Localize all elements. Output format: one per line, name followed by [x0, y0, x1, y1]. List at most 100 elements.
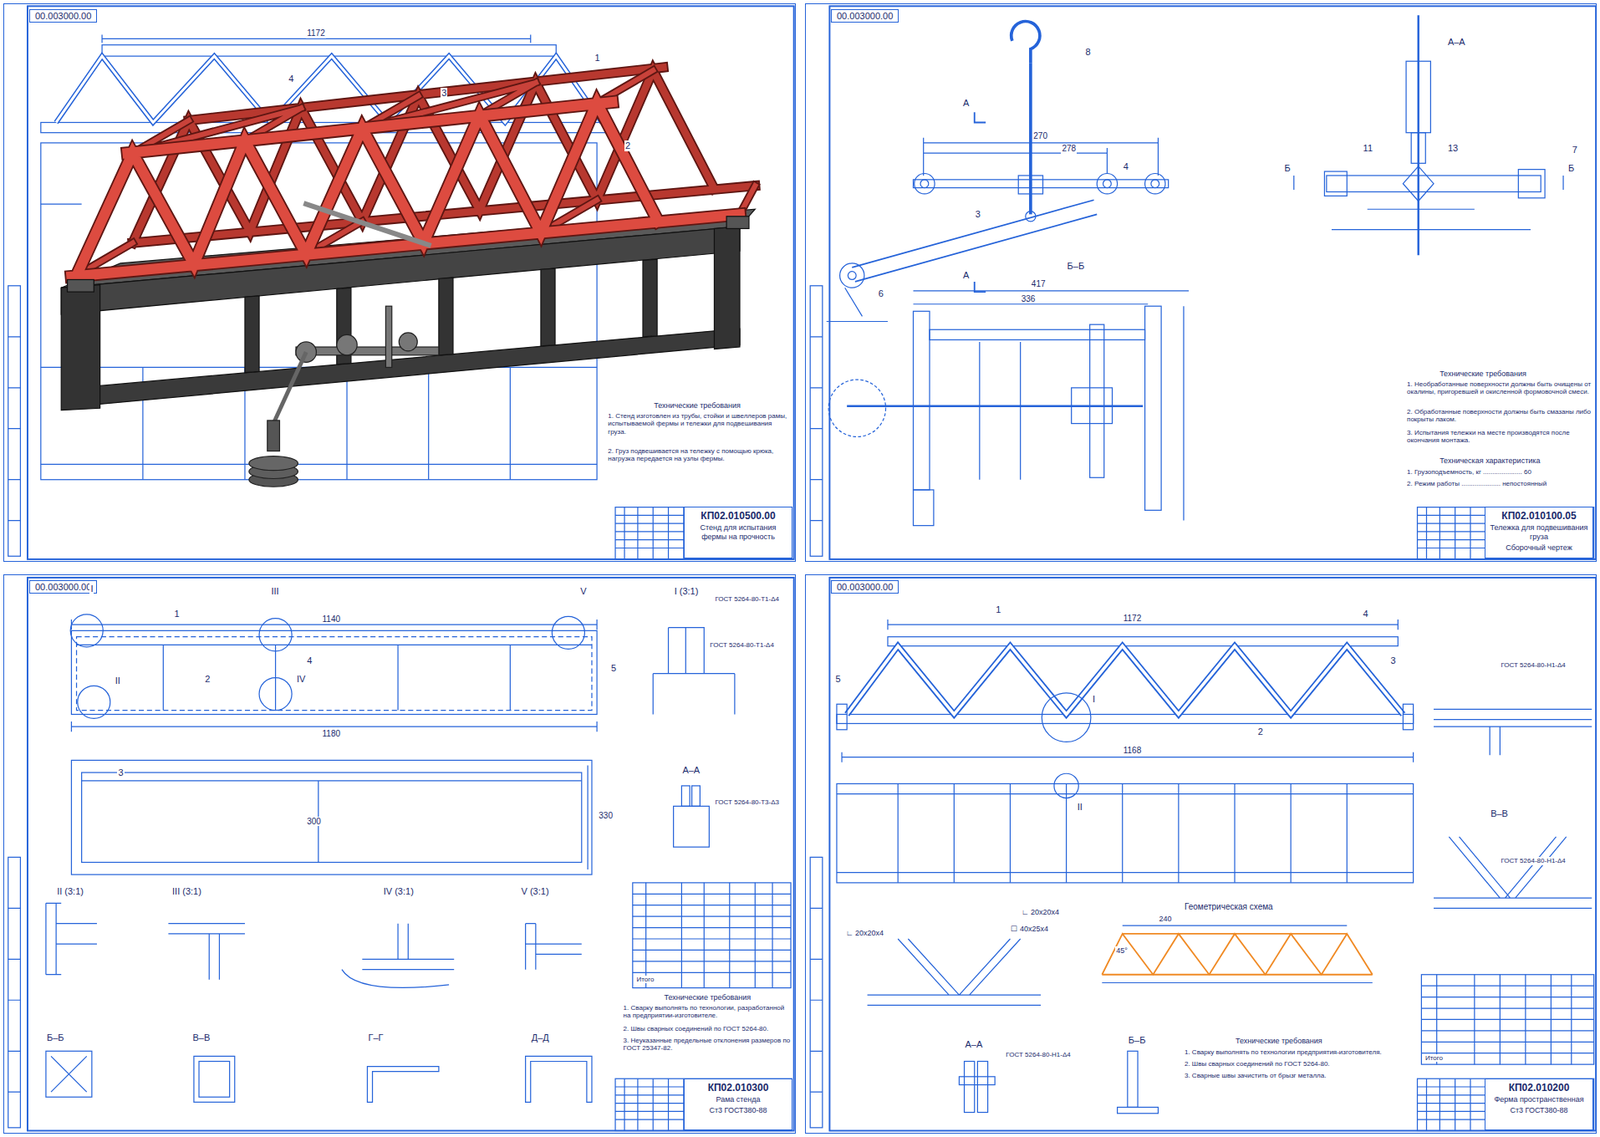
dimension: 1172: [305, 28, 327, 39]
frame-drawing: [193, 1055, 235, 1102]
sheet-frame: [810, 577, 1596, 1132]
test-truss-render: [71, 101, 740, 277]
space-truss-drawing: [1041, 692, 1091, 743]
frame-drawing: [525, 923, 582, 970]
annotation: ∟ 20х20х4: [845, 928, 885, 938]
callout-number: 2: [624, 140, 632, 152]
detail-marker: II (3:1): [56, 886, 85, 897]
stand-frame-render: [642, 259, 658, 337]
section-marker: Г–Г: [366, 1032, 384, 1044]
truss-drawing: [101, 45, 556, 57]
section-marker: А–А: [681, 764, 701, 776]
trolley-drawing: [1402, 166, 1434, 202]
test-truss-render: [726, 216, 750, 230]
section-marker: Б–Б: [45, 1032, 66, 1044]
note-text: 2. Швы сварных соединений по ГОСТ 5264-8…: [622, 1024, 793, 1033]
detail-marker: I: [1091, 693, 1096, 705]
trolley-drawing: [1417, 15, 1420, 255]
title-text: Ст3 ГОСТ380-88: [1488, 1105, 1590, 1116]
test-truss-render: [305, 203, 429, 245]
space-truss-drawing: [1402, 703, 1413, 730]
note-text: 2. Режим работы ..................... не…: [1406, 479, 1594, 488]
weld-symbol: ГОСТ 5264-80-Н1-Δ4: [1004, 1050, 1071, 1059]
space-truss-drawing: [1421, 974, 1594, 1065]
document-code: КП02.010200: [1488, 1081, 1590, 1094]
load-trolley-render: [295, 346, 439, 356]
geometric-scheme: [1101, 933, 1372, 975]
detail-marker: II: [114, 675, 122, 687]
title-block: КП02.010500.00Стенд для испытания фермы …: [683, 506, 793, 559]
stand-frame-render: [438, 277, 454, 356]
dimension: 1140: [321, 614, 342, 625]
stand-frame-render: [244, 295, 260, 373]
trolley-drawing: [846, 405, 1143, 408]
test-truss-render: [67, 279, 95, 292]
trolley-drawing: [1103, 179, 1112, 189]
frame-drawing: [692, 785, 701, 806]
section-marker: В–В: [191, 1032, 211, 1044]
trolley-drawing: [1294, 175, 1564, 230]
trolley-drawing: [929, 329, 1146, 340]
trolley-drawing: [914, 173, 935, 194]
callout-number: 5: [610, 662, 617, 674]
trolley-drawing: [920, 179, 929, 189]
frame-drawing: [198, 1060, 230, 1097]
callout-number: 1: [994, 604, 1002, 616]
frame-drawing: [77, 685, 111, 719]
frame-drawing: [45, 902, 97, 974]
stand-frame-render: [100, 328, 740, 404]
trolley-drawing: [826, 287, 888, 322]
callout-number: 2: [203, 673, 211, 685]
sheet-frame: [8, 577, 795, 1132]
stand-frame-render: [713, 226, 740, 349]
space-truss-drawing: [846, 646, 1403, 715]
annotation: Технические требования: [662, 993, 752, 1002]
document-code: КП02.010300: [687, 1081, 789, 1094]
note-text: 1. Сварку выполнять по технологии, разра…: [622, 1003, 793, 1020]
dimension: 336: [1020, 294, 1037, 305]
dimension: 240: [1157, 914, 1172, 923]
frame-drawing: [71, 759, 592, 875]
dimension: 45°: [1115, 946, 1129, 955]
trolley-drawing: [912, 290, 1189, 521]
trolley-drawing: [1090, 324, 1105, 478]
callout-number: 8: [1085, 46, 1092, 58]
title-block: КП02.010300Рама стендаСт3 ГОСТ380-88: [683, 1078, 793, 1131]
frame-drawing: [551, 616, 585, 649]
annotation: Геометрическая схема: [1183, 901, 1274, 913]
sheet-frame: [8, 5, 795, 560]
weld-symbol: ГОСТ 5264-80-Т1-Δ4: [713, 595, 780, 603]
space-truss-drawing: [836, 783, 1414, 882]
space-truss-drawing: [1054, 773, 1079, 798]
detail-marker: IV: [295, 673, 306, 685]
stand-frame-render: [61, 285, 100, 411]
load-trolley-render: [336, 334, 357, 355]
weld-symbol: ГОСТ 5264-80-Н1-Δ4: [1499, 856, 1566, 865]
trolley-drawing: [923, 137, 1159, 176]
space-truss-drawing: [1117, 1106, 1159, 1113]
load-trolley-render: [398, 332, 418, 352]
frame-drawing: [681, 785, 690, 806]
space-truss-drawing: [964, 1060, 975, 1112]
section-marker: Д–Д: [530, 1032, 551, 1044]
space-truss-drawing: [1101, 925, 1372, 983]
frame-drawing: [71, 630, 597, 714]
space-truss-drawing: [887, 636, 1398, 647]
space-truss-drawing: [1421, 974, 1594, 1065]
weld-symbol: ГОСТ 5264-80-Т3-Δ3: [713, 798, 780, 806]
frame-drawing: [632, 882, 791, 989]
load-trolley-render: [385, 305, 392, 367]
trolley-drawing: [1145, 173, 1166, 194]
note-text: 3. Неуказанные предельные отклонения раз…: [622, 1036, 793, 1052]
frame-drawing: [50, 1055, 87, 1092]
frame-drawing: [525, 1055, 592, 1102]
callout-number: 4: [1362, 608, 1370, 620]
trolley-drawing: [912, 489, 933, 526]
annotation: ∟ 20х20х4: [1020, 907, 1060, 917]
trolley-drawing: [1071, 387, 1113, 424]
detail-marker: II: [1076, 801, 1084, 813]
frame-drawing: [366, 1066, 439, 1103]
detail-marker: V (3:1): [520, 886, 551, 897]
